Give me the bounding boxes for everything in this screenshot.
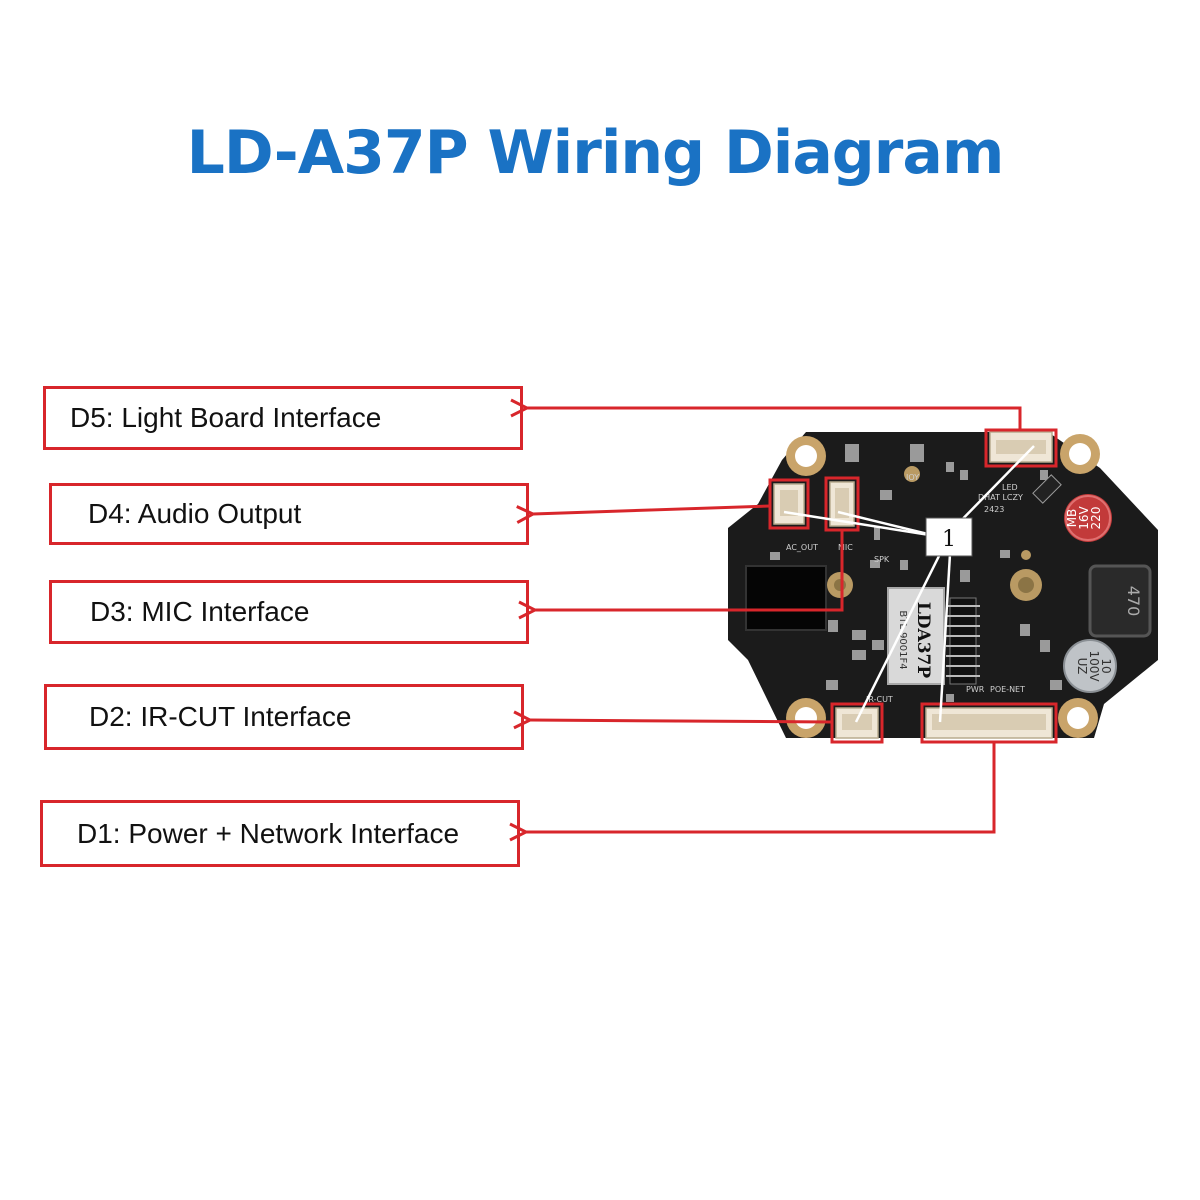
- arrow-d1: [526, 742, 996, 832]
- highlight-d1: [920, 702, 1058, 744]
- label-d2-text: D2: IR-CUT Interface: [89, 701, 352, 732]
- connector-d2-ir-cut: [835, 707, 879, 739]
- chip-code-text: BTL 9001F4: [897, 610, 908, 669]
- cap1-line-2: 16V: [1077, 505, 1091, 529]
- electrolytic-capacitor-red: 220 16V MB: [1064, 494, 1112, 542]
- page-title: LD-A37P Wiring Diagram: [186, 118, 1005, 188]
- cap2-line-1: 10: [1099, 658, 1113, 673]
- cap1-line-1: 220: [1089, 507, 1103, 530]
- label-d5-text: D5: Light Board Interface: [70, 402, 382, 433]
- mounting-holes: [786, 434, 1100, 738]
- arrow-leaders: [526, 408, 1022, 832]
- soc-chip: [745, 565, 827, 631]
- connector-d4-audio-output: [773, 483, 805, 525]
- silk-led: LED: [1002, 483, 1018, 492]
- resistor-array: [946, 597, 980, 685]
- label-d4-text: D4: Audio Output: [88, 498, 302, 529]
- inductor-marking: 470: [1124, 586, 1143, 617]
- transistor: [1032, 474, 1062, 504]
- silk-pwr: PWR: [966, 685, 985, 694]
- electrolytic-capacitor-silver: 10 100V UZ: [1063, 639, 1117, 693]
- label-d1-text: D1: Power + Network Interface: [77, 817, 460, 849]
- connector-d1-power-network: [925, 707, 1053, 739]
- cap1-line-3: MB: [1065, 509, 1079, 528]
- chip-model-text: LDA37P: [913, 602, 933, 679]
- silk-poe-net: POE-NET: [990, 685, 1025, 694]
- silk-board-id: DHAT LCZY: [978, 493, 1023, 502]
- arrow-d2: [530, 720, 833, 722]
- label-d5-light-board: D5: Light Board Interface: [43, 386, 523, 450]
- highlight-d4: [768, 478, 810, 530]
- highlight-d2: [830, 702, 884, 744]
- connector-d5-light-board: [989, 431, 1053, 463]
- label-d2-ir-cut: D2: IR-CUT Interface: [44, 684, 524, 750]
- inductor: [1088, 564, 1152, 638]
- cap2-line-2: 100V: [1087, 650, 1101, 682]
- smd-components: [762, 444, 1062, 702]
- silk-spk: SPK: [874, 555, 890, 564]
- arrow-d5: [527, 408, 1022, 430]
- callout-number-box: 1: [925, 517, 973, 557]
- label-d3-mic: D3: MIC Interface: [49, 580, 529, 644]
- silk-ioy: IOY: [906, 473, 919, 482]
- arrow-d3: [535, 530, 844, 610]
- callout-number: 1: [942, 527, 956, 552]
- cap2-line-3: UZ: [1075, 658, 1089, 675]
- silk-mic: MIC: [838, 543, 853, 552]
- silk-date: 2423: [984, 505, 1004, 514]
- connector-highlights: [768, 428, 1058, 744]
- arrow-d4: [533, 504, 771, 514]
- silk-ircut: IR-CUT: [866, 695, 893, 704]
- silk-ac-out: AC_OUT: [786, 543, 818, 552]
- label-d3-text: D3: MIC Interface: [90, 596, 310, 627]
- label-d1-power-network: D1: Power + Network Interface: [40, 800, 520, 867]
